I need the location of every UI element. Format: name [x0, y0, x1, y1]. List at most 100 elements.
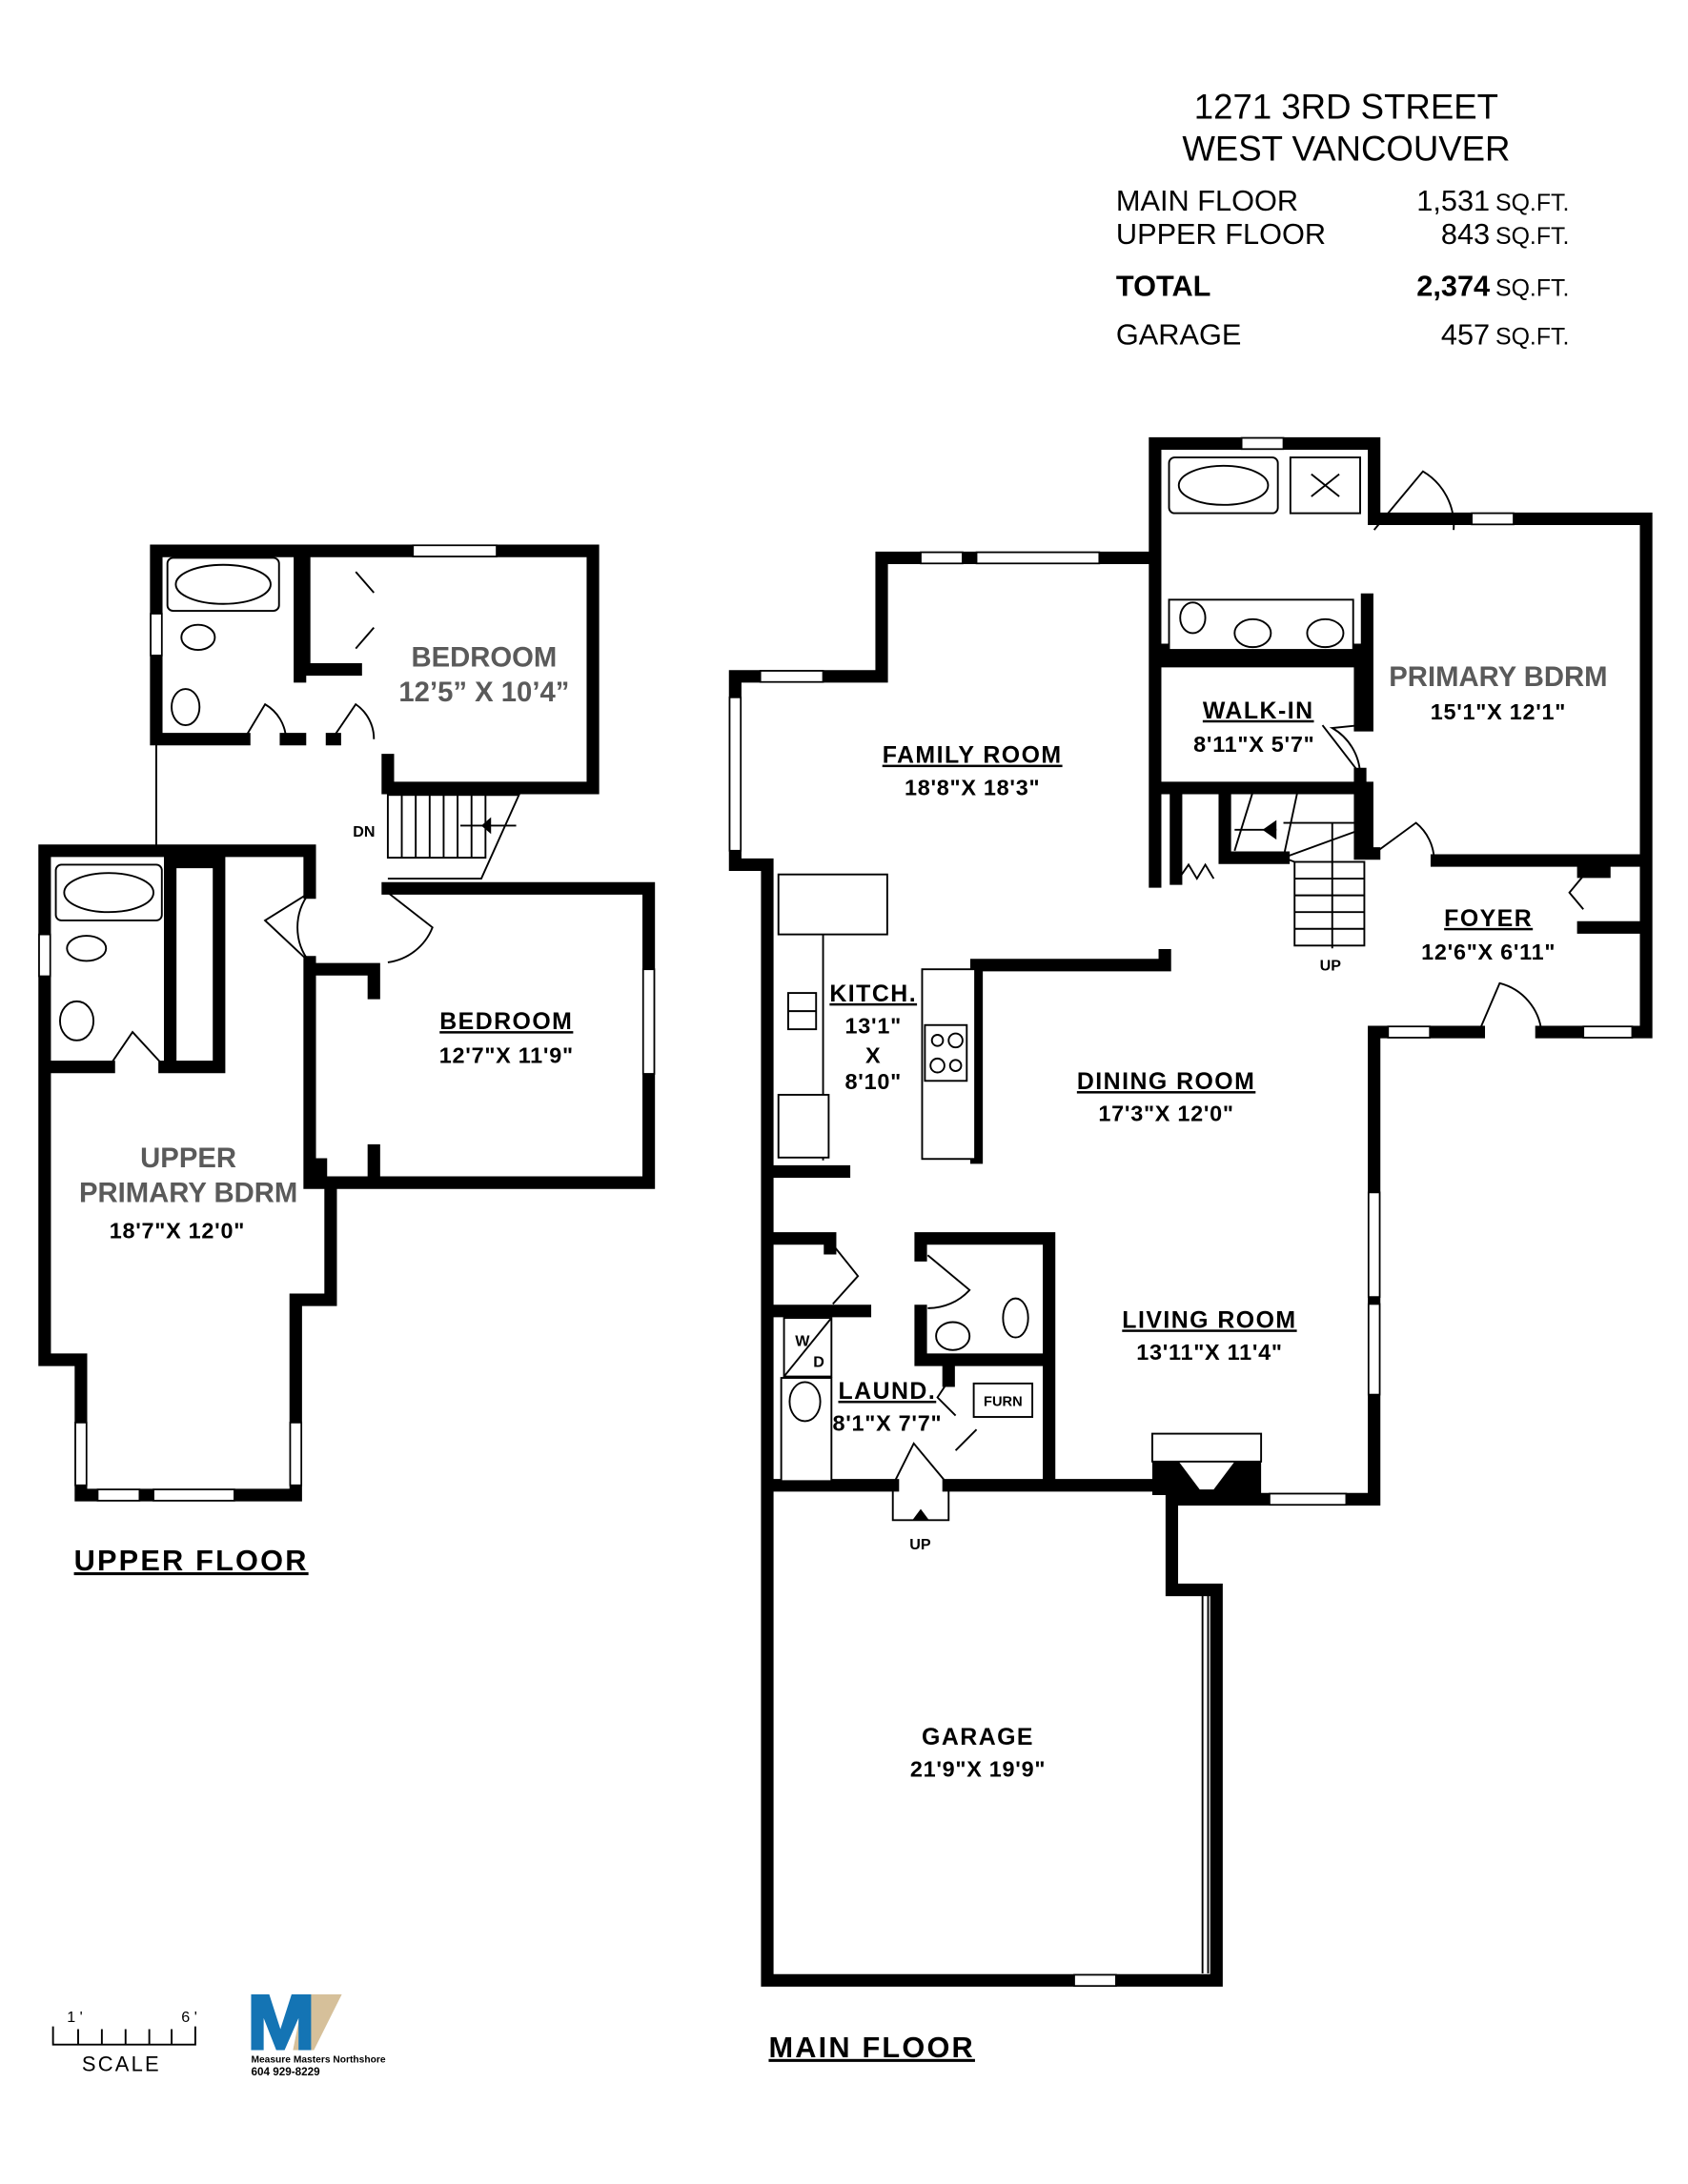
- room-name: WALK-IN: [1203, 698, 1314, 724]
- main-floor-plan: UP UP W D FURN FAMILY ROOM 18'8"X 18'3" …: [728, 436, 1653, 2064]
- area-value: 843: [1441, 217, 1490, 251]
- stair-label-up: UP: [1320, 958, 1342, 975]
- fireplace-icon: [1151, 1461, 1262, 1495]
- sink-icon: [935, 1321, 971, 1351]
- company-logo: Measure Masters Northshore 604 929-8229: [251, 1993, 386, 2078]
- area-unit: SQ.FT.: [1495, 274, 1569, 301]
- window: [96, 1488, 141, 1502]
- window: [1240, 436, 1285, 451]
- door-swings: [108, 571, 434, 1068]
- room-dims: 12'6"X 6'11": [1421, 940, 1556, 964]
- room-dims: 13'11"X 11'4": [1136, 1340, 1283, 1365]
- room-dims: 21'9"X 19'9": [910, 1757, 1046, 1782]
- area-unit: SQ.FT.: [1495, 190, 1569, 216]
- sink-icon: [1233, 617, 1272, 649]
- area-row-total: TOTAL 2,374 SQ.FT.: [1116, 269, 1570, 302]
- room-name: KITCH.: [829, 981, 917, 1007]
- area-row-main: MAIN FLOOR 1,531 SQ.FT.: [1116, 184, 1570, 217]
- window: [920, 551, 964, 565]
- window: [641, 968, 656, 1075]
- address-line2: WEST VANCOUVER: [1182, 129, 1510, 168]
- upper-floor-title: UPPER FLOOR: [74, 1544, 309, 1577]
- room-dims: 8'11"X 5'7": [1193, 732, 1314, 757]
- area-row-upper: UPPER FLOOR 843 SQ.FT.: [1116, 217, 1570, 251]
- window: [728, 696, 742, 852]
- room-name: LAUND.: [838, 1378, 936, 1405]
- area-label: MAIN FLOOR: [1116, 184, 1298, 217]
- room-name: PRIMARY BDRM: [1389, 662, 1607, 693]
- window: [759, 670, 824, 683]
- window: [1367, 1191, 1381, 1299]
- sink-icon: [59, 1000, 95, 1041]
- room-name: BEDROOM: [439, 1008, 573, 1035]
- room-dims: 8'10": [845, 1069, 902, 1094]
- room-dims: 15'1"X 12'1": [1431, 699, 1566, 724]
- room-name: FOYER: [1444, 905, 1533, 932]
- room-dims: 13'1": [845, 1014, 902, 1039]
- main-floor-title: MAIN FLOOR: [768, 2031, 974, 2064]
- toilet-icon: [66, 935, 108, 962]
- kitchen-counter: [777, 873, 888, 936]
- window: [153, 1488, 235, 1502]
- area-unit: SQ.FT.: [1495, 223, 1569, 250]
- sink-icon: [788, 1381, 822, 1423]
- scale-label: SCALE: [82, 2052, 161, 2075]
- area-label: UPPER FLOOR: [1116, 217, 1326, 251]
- garage-stair-arrow-icon: [912, 1508, 929, 1521]
- window: [74, 1421, 88, 1486]
- toilet-icon: [180, 623, 216, 651]
- room-dims: 8'1"X 7'7": [832, 1411, 942, 1436]
- furnace: [972, 1382, 1034, 1418]
- dryer-label: D: [813, 1353, 824, 1370]
- area-row-garage: GARAGE 457 SQ.FT.: [1116, 318, 1570, 352]
- header: 1271 3RD STREET WEST VANCOUVER MAIN FLOO…: [1116, 87, 1570, 351]
- room-name: UPPER: [140, 1143, 236, 1174]
- scale-bar: 1 ' 6 ' SCALE: [51, 2009, 197, 2075]
- upper-floor-plan: DN BEDROOM 12’5” X 10’4” BEDROOM 12'7"X …: [38, 544, 656, 1577]
- logo-company: Measure Masters Northshore: [251, 2055, 385, 2066]
- stair-arrow-icon: [1262, 819, 1277, 840]
- window: [1367, 1303, 1381, 1396]
- room-dims: 12'7"X 11'9": [439, 1042, 574, 1067]
- toilet-icon: [1002, 1297, 1029, 1339]
- logo-m-shape: [251, 1993, 312, 2051]
- dishwasher: [777, 1093, 830, 1159]
- room-name: PRIMARY BDRM: [79, 1179, 297, 1209]
- sink-icon: [171, 688, 201, 727]
- sink-icon: [1306, 617, 1345, 649]
- area-label: TOTAL: [1116, 269, 1211, 302]
- garage-stair-label-up: UP: [909, 1536, 931, 1553]
- window: [975, 551, 1101, 565]
- window: [38, 933, 51, 978]
- address-line1: 1271 3RD STREET: [1194, 87, 1498, 126]
- area-value: 1,531: [1416, 184, 1490, 217]
- window: [1471, 512, 1515, 526]
- bathtub-basin: [63, 872, 154, 914]
- upper-walls: [38, 544, 656, 1502]
- room-dims: 17'3"X 12'0": [1098, 1102, 1233, 1126]
- window: [1269, 1492, 1348, 1507]
- scale-end: 6 ': [181, 2009, 196, 2026]
- scale-start: 1 ': [67, 2009, 82, 2026]
- room-dims: 12’5” X 10’4”: [398, 677, 569, 708]
- door-swings: [829, 470, 1584, 1522]
- room-dims: X: [865, 1042, 881, 1067]
- bathtub-basin: [174, 563, 272, 605]
- room-dims: 18'8"X 18'3": [905, 775, 1040, 799]
- window: [1073, 1973, 1117, 1988]
- area-label: GARAGE: [1116, 318, 1241, 352]
- area-value: 457: [1441, 318, 1490, 352]
- room-name: BEDROOM: [411, 643, 557, 674]
- furnace-label: FURN: [984, 1394, 1023, 1409]
- room-name: LIVING ROOM: [1122, 1306, 1296, 1333]
- toilet-icon: [1179, 601, 1207, 635]
- window: [1387, 1025, 1432, 1039]
- washer-label: W: [795, 1332, 810, 1349]
- cooktop-icon: [924, 1023, 968, 1082]
- upper-stairs: [386, 794, 520, 880]
- window: [150, 613, 163, 657]
- main-stairs: [1230, 791, 1366, 949]
- stair-label-dn: DN: [353, 823, 375, 840]
- room-dims: 18'7"X 12'0": [110, 1219, 245, 1244]
- area-unit: SQ.FT.: [1495, 324, 1569, 351]
